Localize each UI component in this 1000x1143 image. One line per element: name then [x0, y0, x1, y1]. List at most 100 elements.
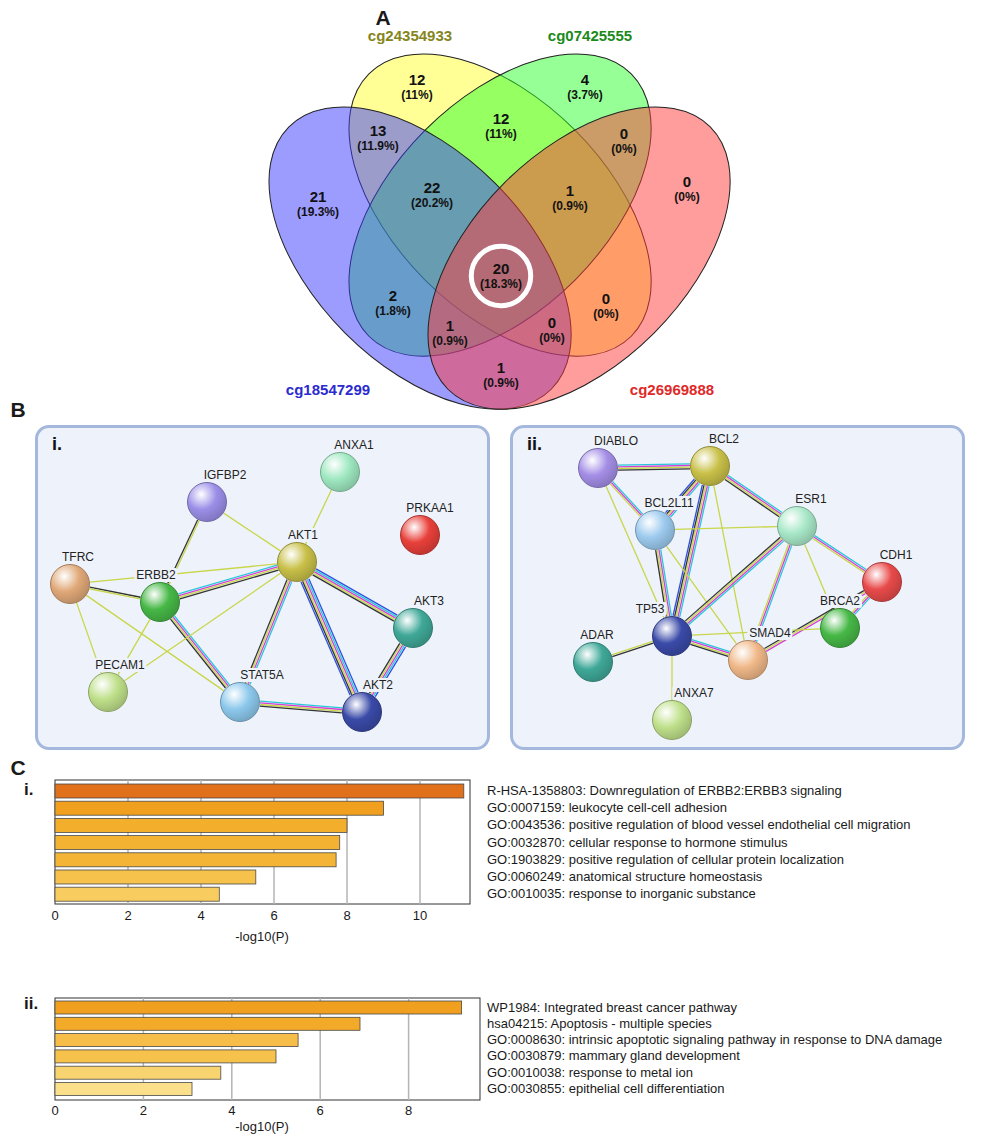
region-percent: (11%)	[401, 89, 432, 102]
term-label: hsa04215: Apoptosis - multiple species	[487, 1016, 712, 1031]
axis-tick-label: 8	[405, 1104, 412, 1119]
protein-node: ESR1	[777, 506, 817, 546]
edge-strand	[316, 569, 397, 615]
axis-tick-label: 2	[140, 1104, 147, 1119]
interaction-edge	[813, 536, 866, 573]
region-count: 0	[674, 174, 699, 191]
edge-strand	[765, 592, 864, 650]
edge-strand	[726, 478, 780, 515]
protein-name: STAT5A	[238, 668, 286, 682]
venn-region-count: 12(11%)	[485, 111, 516, 141]
region-count: 2	[375, 288, 410, 305]
bar	[55, 887, 219, 901]
protein-node: TFRC	[50, 564, 90, 604]
edge-strand	[610, 484, 640, 517]
term-label: GO:0010035: response to inorganic substa…	[487, 887, 756, 902]
venn-region-count: 0(0%)	[611, 126, 636, 156]
region-count: 21	[297, 189, 339, 206]
axis-tick-label: 0	[51, 1104, 58, 1119]
subpanel-label: ii.	[24, 994, 38, 1014]
term-label: GO:0032870: cellular response to hormone…	[487, 835, 788, 850]
bar	[55, 853, 336, 867]
venn-region-count: 1(0.9%)	[432, 318, 467, 348]
venn-region-count: 0(0%)	[593, 291, 618, 321]
venn-region-count: 22(20.2%)	[411, 180, 453, 210]
bar	[55, 870, 256, 884]
edge-strand	[691, 643, 729, 655]
bar	[55, 784, 464, 798]
region-percent: (19.3%)	[297, 206, 339, 219]
edge-strand	[303, 581, 352, 694]
highlight-ring	[471, 246, 530, 305]
edge-strand	[766, 594, 865, 652]
plot-frame	[55, 780, 470, 904]
protein-node: ERBB2	[140, 582, 180, 622]
set-name: cg18547299	[286, 381, 370, 398]
protein-name: AKT2	[361, 678, 395, 692]
edge-strand	[618, 464, 690, 465]
region-percent: (0.9%)	[552, 200, 587, 213]
protein-name: ANXA7	[672, 686, 715, 700]
protein-node: CDH1	[862, 562, 902, 602]
term-label: WP1984: Integrated breast cancer pathway	[487, 1000, 737, 1015]
protein-name: PECAM1	[93, 658, 146, 672]
bar	[55, 818, 347, 832]
edge-strand	[618, 466, 690, 467]
panel-ground	[37, 427, 488, 748]
region-count: 13	[357, 123, 398, 140]
edge-strand	[689, 541, 784, 625]
venn-set-ellipse: cg26969888	[428, 107, 730, 409]
axis-tick-label: 4	[197, 909, 204, 924]
edge-strand	[813, 538, 865, 572]
axis-tick-label: 4	[228, 1104, 235, 1119]
venn-region-count: 2(1.8%)	[375, 288, 410, 318]
region-count: 1	[432, 318, 467, 335]
axis-tick-label: 8	[343, 909, 350, 924]
bar	[55, 1050, 276, 1063]
edge-strand	[612, 641, 653, 654]
edge-strand	[728, 475, 782, 512]
protein-name: AKT3	[412, 594, 446, 608]
region-percent: (0%)	[674, 191, 699, 204]
region-count: 20	[480, 261, 522, 278]
interaction-edge	[124, 573, 280, 680]
region-count: 1	[483, 360, 518, 377]
term-label: GO:0043536: positive regulation of blood…	[487, 818, 910, 833]
edge-strand	[727, 477, 781, 514]
venn-region-count: 21(19.3%)	[297, 189, 339, 219]
region-percent: (0.9%)	[432, 335, 467, 348]
region-percent: (0%)	[539, 332, 564, 345]
edge-strand	[613, 482, 643, 515]
protein-node: SMAD4	[728, 640, 768, 680]
protein-name: TP53	[634, 602, 667, 616]
protein-node: AKT2	[342, 692, 382, 732]
bar	[55, 1066, 221, 1079]
region-count: 0	[593, 291, 618, 308]
region-percent: (0.9%)	[483, 377, 518, 390]
term-label: GO:1903829: positive regulation of cellu…	[487, 852, 844, 867]
protein-node: AKT1	[277, 542, 317, 582]
term-label: GO:0060249: anatomical structure homeost…	[487, 870, 762, 885]
edge-strand	[814, 537, 866, 571]
axis-title: -log10(P)	[235, 930, 288, 945]
protein-name: ESR1	[793, 492, 828, 506]
edge-strand	[686, 539, 781, 623]
protein-name: BCL2	[707, 432, 741, 446]
protein-name: ANXA1	[332, 438, 375, 452]
region-percent: (18.3%)	[480, 278, 522, 291]
term-label: R-HSA-1358803: Downregulation of ERBB2:E…	[487, 784, 842, 799]
interaction-edge	[725, 475, 782, 516]
network-panel: DIABLOBCL2BCL2L11ESR1CDH1BRCA2TP53SMAD4A…	[510, 425, 965, 750]
ellipse-outline	[428, 107, 730, 409]
edge-strand	[618, 469, 690, 470]
protein-node: BCL2	[690, 446, 730, 486]
protein-name: PRKAA1	[404, 501, 455, 515]
panel-label: i.	[52, 434, 62, 455]
subpanel-label: i.	[24, 780, 33, 800]
region-count: 0	[611, 126, 636, 143]
bar	[55, 836, 340, 850]
venn-region-count: 4(3.7%)	[567, 72, 602, 102]
edge-strand	[124, 573, 280, 680]
set-name: cg26969888	[630, 381, 714, 398]
